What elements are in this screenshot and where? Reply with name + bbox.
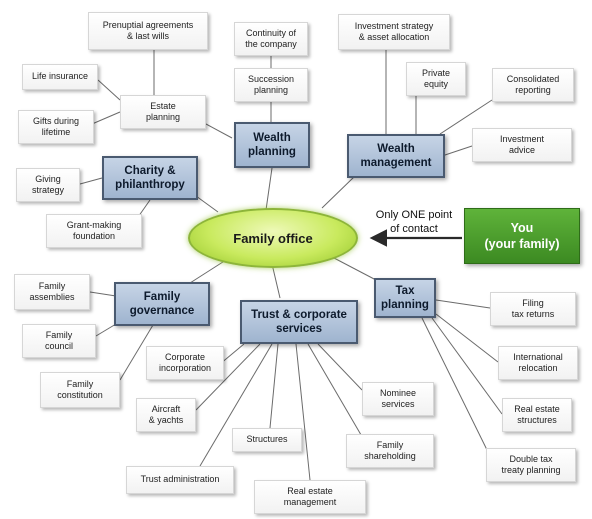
- link-trust-corporate: [271, 263, 281, 299]
- link-nominee: [317, 343, 363, 391]
- link-giving-strategy: [79, 177, 103, 185]
- leaf-family-shareholding: Family shareholding: [346, 434, 434, 468]
- leaf-life-insurance: Life insurance: [22, 64, 98, 90]
- link-wealth-management: [321, 175, 356, 209]
- leaf-re-structures: Real estate structures: [502, 398, 572, 432]
- link-structures: [269, 343, 279, 429]
- leaf-investment-advice: Investment advice: [472, 128, 572, 162]
- link-family-shareholding: [307, 343, 365, 441]
- link-tax-planning: [333, 257, 377, 281]
- link-consolidated: [439, 99, 493, 135]
- leaf-private-equity: Private equity: [406, 62, 466, 96]
- link-family-constitution: [119, 319, 157, 381]
- hub-tax-planning: Tax planning: [374, 278, 436, 318]
- leaf-aircraft: Aircraft & yachts: [136, 398, 196, 432]
- leaf-family-constitution: Family constitution: [40, 372, 120, 408]
- leaf-filing: Filing tax returns: [490, 292, 576, 326]
- link-family-assemblies: [89, 291, 117, 297]
- leaf-trust-administration: Trust administration: [126, 466, 234, 494]
- family-office-label: Family office: [233, 230, 313, 246]
- link-gifts: [91, 111, 121, 125]
- link-charity: [195, 195, 219, 213]
- link-trust-administration: [199, 343, 273, 467]
- leaf-continuity: Continuity of the company: [234, 22, 308, 56]
- leaf-investment-strategy: Investment strategy & asset allocation: [338, 14, 450, 50]
- link-estate: [205, 123, 233, 139]
- hub-trust-corporate: Trust & corporate services: [240, 300, 358, 344]
- leaf-family-council: Family council: [22, 324, 96, 358]
- leaf-succession: Succession planning: [234, 68, 308, 102]
- link-relocation: [435, 313, 499, 363]
- link-aircraft: [195, 343, 261, 411]
- leaf-grant-making: Grant-making foundation: [46, 214, 142, 248]
- leaf-gifts: Gifts during lifetime: [18, 110, 94, 144]
- link-wealth-planning: [265, 167, 273, 211]
- family-office-node: Family office: [188, 208, 358, 268]
- link-investment-advice: [441, 145, 473, 157]
- hub-family-governance: Family governance: [114, 282, 210, 326]
- link-re-structures: [431, 317, 503, 415]
- leaf-corporate-incorporation: Corporate incorporation: [146, 346, 224, 380]
- link-family-governance: [189, 259, 227, 284]
- leaf-consolidated: Consolidated reporting: [492, 68, 574, 102]
- leaf-real-estate-management: Real estate management: [254, 480, 366, 514]
- leaf-prenuptial: Prenuptial agreements & last wills: [88, 12, 208, 50]
- link-double-tax: [421, 317, 491, 457]
- leaf-double-tax: Double tax treaty planning: [486, 448, 576, 482]
- leaf-relocation: International relocation: [498, 346, 578, 380]
- hub-wealth-planning: Wealth planning: [234, 122, 310, 168]
- leaf-giving-strategy: Giving strategy: [16, 168, 80, 202]
- link-life-insurance: [97, 79, 121, 101]
- leaf-structures: Structures: [232, 428, 302, 452]
- hub-charity: Charity & philanthropy: [102, 156, 198, 200]
- hub-wealth-management: Wealth management: [347, 134, 445, 178]
- you-node: You (your family): [464, 208, 580, 264]
- link-corporate-incorporation: [219, 343, 245, 365]
- link-filing: [435, 299, 491, 309]
- leaf-family-assemblies: Family assemblies: [14, 274, 90, 310]
- leaf-nominee: Nominee services: [362, 382, 434, 416]
- link-real-estate-management: [295, 343, 311, 481]
- leaf-estate: Estate planning: [120, 95, 206, 129]
- contact-note: Only ONE point of contact: [375, 209, 453, 236]
